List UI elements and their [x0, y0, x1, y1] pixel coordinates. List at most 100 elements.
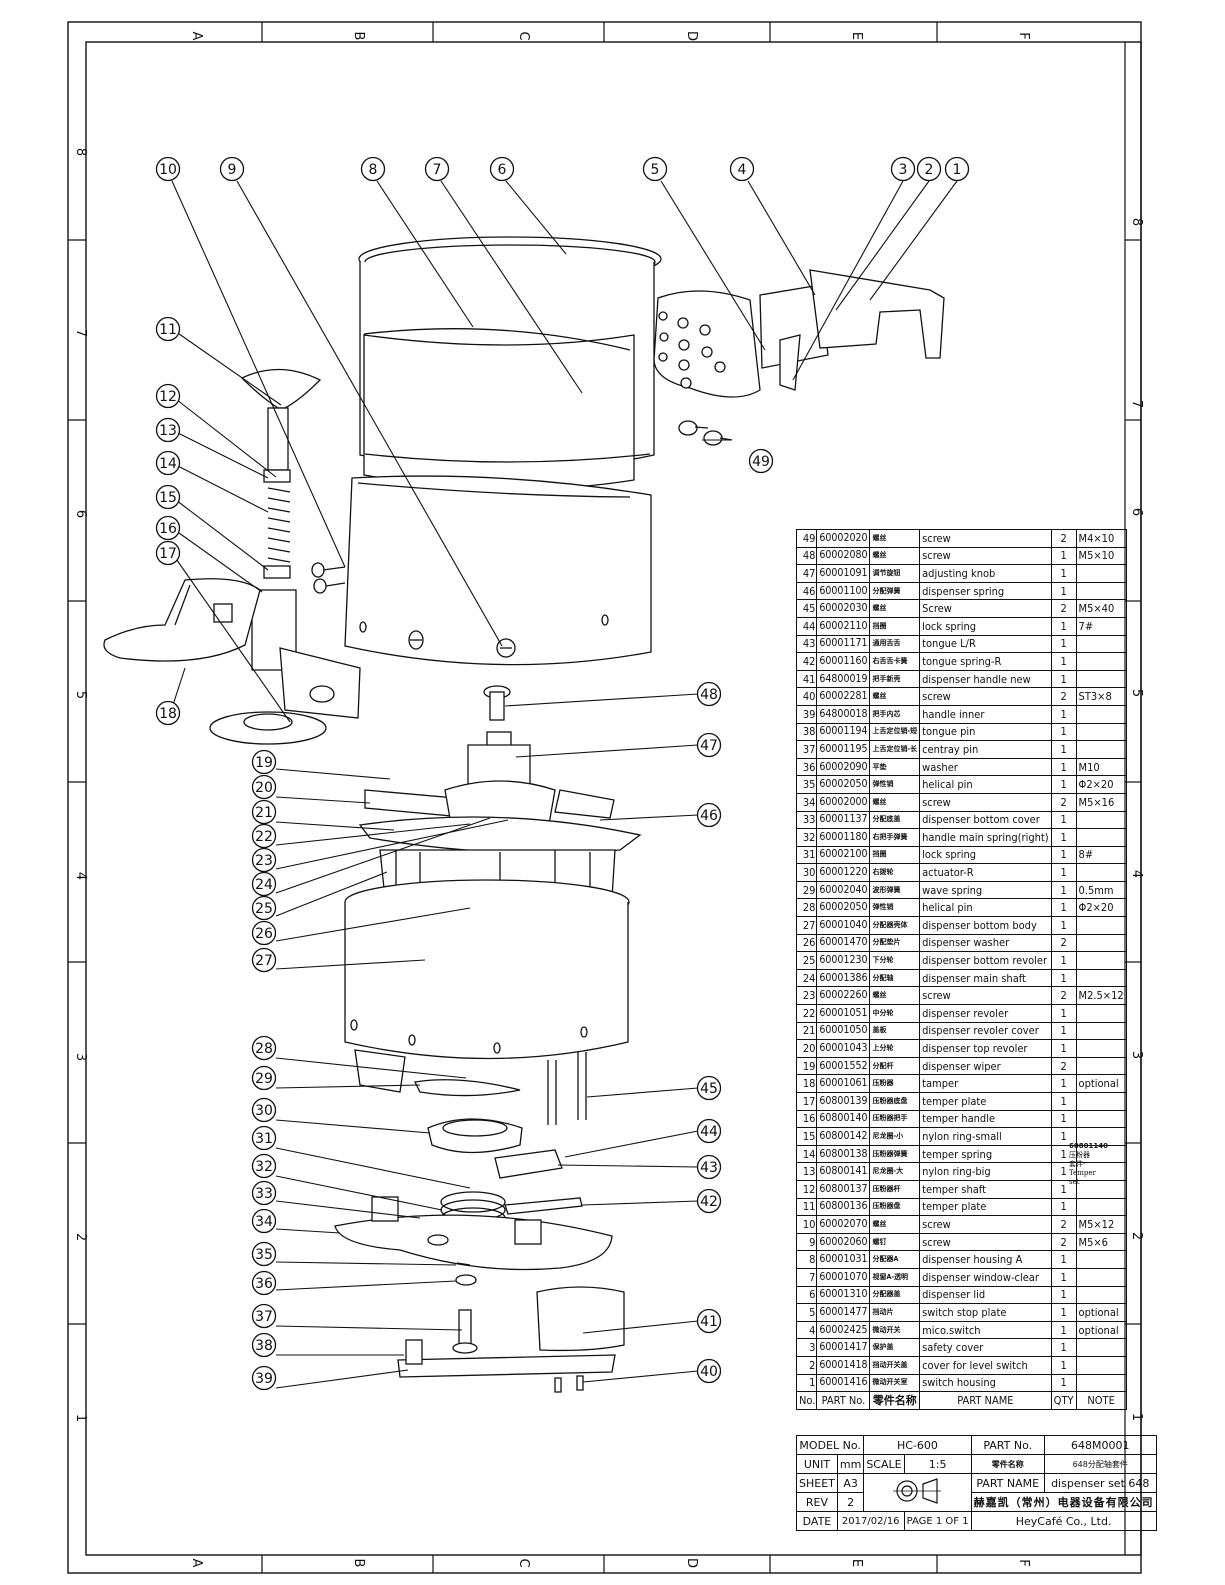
bom-note: 7# [1075, 616, 1127, 636]
partno-label: PART No. [970, 1435, 1045, 1455]
bom-item-number: 22 [795, 1004, 818, 1023]
screw-49 [678, 420, 733, 446]
balloon: 36 [251, 1270, 277, 1296]
bom-note [1075, 1021, 1127, 1041]
model-label: MODEL No. [795, 1435, 865, 1455]
zone-row-right: 7 [1129, 400, 1144, 408]
bom-note [1075, 810, 1127, 830]
bom-part-name: tongue pin [919, 722, 1052, 742]
bom-chinese-name: 微动开关 [869, 1320, 921, 1340]
bom-chinese-name: 保护盖 [869, 1338, 921, 1357]
bom-part-number: 60002080 [816, 546, 871, 566]
bom-part-number: 60002050 [816, 775, 871, 794]
bom-quantity: 1 [1050, 1338, 1077, 1357]
zone-column-top: C [516, 31, 531, 40]
bom-chinese-name: 右把手弹簧 [869, 828, 921, 847]
switch-housing [653, 269, 945, 398]
balloon-number: 37 [255, 1309, 273, 1325]
third-angle-projection-icon [893, 1478, 942, 1504]
balloon: 22 [251, 823, 277, 849]
bom-part-name: dispenser revoler cover [919, 1021, 1052, 1041]
bom-quantity: 1 [1050, 1303, 1077, 1322]
bom-item-number: 7 [795, 1267, 818, 1287]
bom-quantity: 1 [1050, 1021, 1077, 1041]
bom-part-name: dispenser housing A [919, 1250, 1052, 1269]
balloon-number: 13 [159, 423, 177, 439]
projection-symbol [863, 1473, 972, 1512]
page-indicator: PAGE 1 OF 1 [903, 1511, 972, 1531]
balloon: 13 [155, 417, 181, 443]
bom-chinese-name: 螺丝 [869, 986, 921, 1006]
temper-set-code: 60801140 [1069, 1142, 1108, 1150]
bom-part-name: tamper [919, 1074, 1052, 1093]
balloon: 31 [251, 1125, 277, 1151]
bom-part-name: dispenser bottom body [919, 916, 1052, 935]
bom-note [1075, 1092, 1127, 1111]
bom-part-number: 60001417 [816, 1338, 871, 1357]
zone-row-right: 5 [1129, 689, 1144, 697]
bom-quantity: 1 [1050, 898, 1077, 918]
balloon-number: 33 [255, 1186, 273, 1202]
zone-row-left: 3 [73, 1053, 88, 1061]
balloon-number: 30 [255, 1103, 273, 1119]
bom-part-name: dispenser wiper [919, 1056, 1052, 1076]
bom-quantity: 1 [1050, 1267, 1077, 1287]
balloon-number: 34 [255, 1214, 273, 1230]
bom-part-number: 60001061 [816, 1074, 871, 1093]
bom-item-number: 17 [795, 1092, 818, 1111]
balloon: 5 [642, 156, 668, 182]
bom-chinese-name: 尼龙圈-大 [869, 1162, 921, 1181]
zone-row-left: 2 [73, 1233, 88, 1241]
bom-chinese-name: 螺钉 [869, 1232, 921, 1252]
balloon-number: 22 [255, 829, 273, 845]
zone-row-right: 4 [1129, 870, 1144, 878]
zone-row-left: 6 [73, 510, 88, 518]
balloon-number: 23 [255, 853, 273, 869]
balloon-number: 10 [159, 162, 177, 178]
balloon-number: 2 [925, 162, 934, 178]
balloon: 27 [251, 947, 277, 973]
bom-header-q: QTY [1050, 1391, 1077, 1410]
bom-part-name: lock spring [919, 845, 1052, 865]
bom-part-name: adjusting knob [919, 564, 1052, 583]
partno-value: 648M0001 [1043, 1435, 1157, 1455]
bom-part-number: 60001160 [816, 652, 871, 671]
bom-part-number: 60800136 [816, 1197, 871, 1217]
bom-part-name: tongue spring-R [919, 652, 1052, 671]
balloon-number: 8 [369, 162, 378, 178]
bom-chinese-name: 尼龙圈-小 [869, 1127, 921, 1146]
temper-set-line4: set [1069, 1178, 1080, 1186]
balloon-number: 17 [159, 546, 177, 562]
bom-part-name: temper plate [919, 1092, 1052, 1111]
balloon-number: 31 [255, 1131, 273, 1147]
bom-part-number: 60800141 [816, 1162, 871, 1181]
bom-item-number: 21 [795, 1021, 818, 1041]
bom-part-number: 60001050 [816, 1021, 871, 1041]
zone-row-left: 1 [73, 1414, 88, 1422]
dispenser-housing-upper [359, 262, 655, 490]
zone-row-right: 8 [1129, 218, 1144, 226]
bom-note [1075, 1250, 1127, 1269]
bom-note [1075, 1285, 1127, 1305]
balloon: 32 [251, 1153, 277, 1179]
bom-chinese-name: 压粉器 [869, 1074, 921, 1093]
name-cn-value: 648分配轴套件 [1043, 1454, 1157, 1474]
balloon-number: 48 [700, 687, 718, 703]
bom-item-number: 23 [795, 986, 818, 1006]
bom-item-number: 38 [795, 722, 818, 742]
balloon: 21 [251, 799, 277, 825]
balloon: 3 [890, 156, 916, 182]
bom-item-number: 24 [795, 968, 818, 988]
bom-part-number: 60002281 [816, 687, 871, 706]
title-block: MODEL No. HC-600 PART No. 648M0001 UNIT … [795, 1435, 1157, 1531]
bom-quantity: 1 [1050, 1373, 1077, 1393]
balloon: 25 [251, 895, 277, 921]
bom-chinese-name: 中分轮 [869, 1004, 921, 1023]
balloon: 38 [251, 1332, 277, 1358]
balloon-number: 40 [700, 1364, 718, 1380]
